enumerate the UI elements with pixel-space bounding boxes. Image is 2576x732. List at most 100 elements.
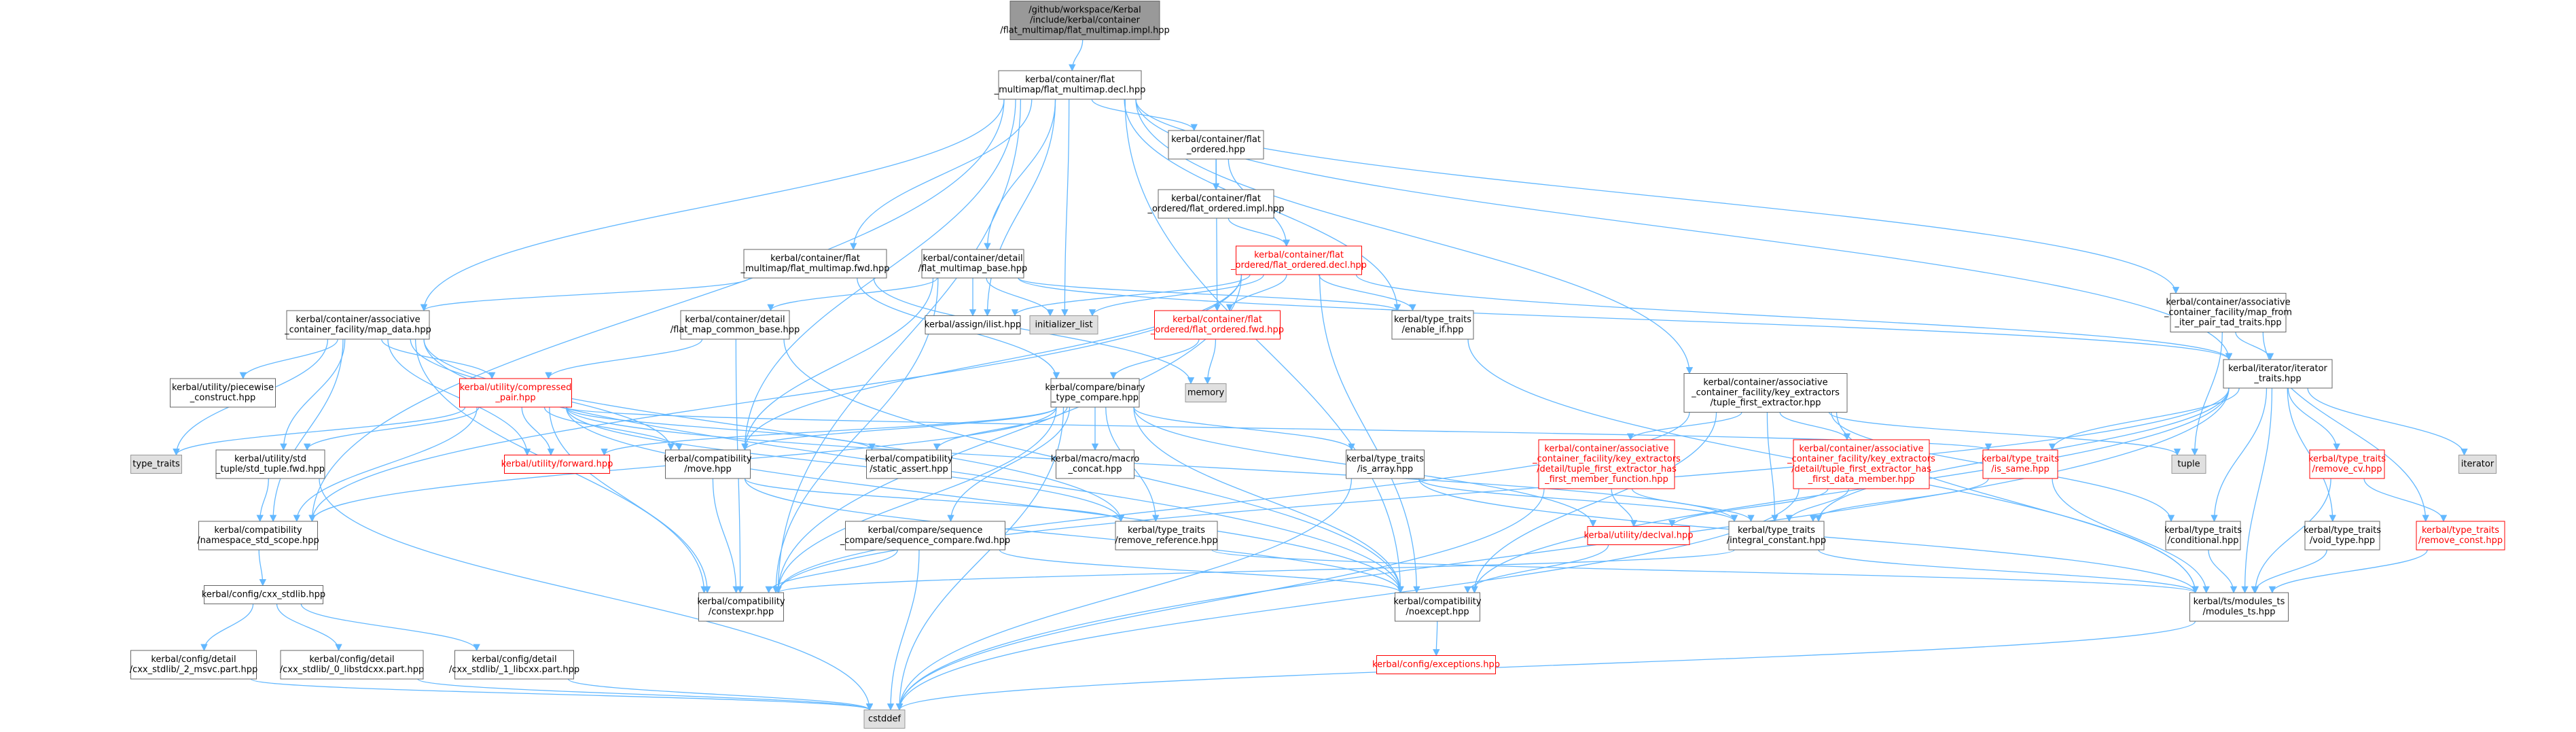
- node-exceptions[interactable]: kerbal/config/exceptions.hpp: [1372, 655, 1500, 674]
- node-extractor-fn[interactable]: kerbal/container/associative_container_f…: [1532, 439, 1681, 489]
- node-map-data[interactable]: kerbal/container/associative_container_f…: [284, 310, 431, 340]
- node-binary-type-compare[interactable]: kerbal/compare/binary_type_compare.hpp: [1045, 378, 1145, 408]
- node-label-line: /flat_multimap/flat_multimap.impl.hpp: [1000, 26, 1170, 36]
- node-label-line: _container_facility/map_data.hpp: [284, 325, 431, 335]
- node-root[interactable]: /github/workspace/Kerbal/include/kerbal/…: [1000, 1, 1170, 40]
- node-label-line: /namespace_std_scope.hpp: [197, 536, 319, 546]
- node-declval[interactable]: kerbal/utility/declval.hpp: [1584, 526, 1694, 545]
- node-macro-concat[interactable]: kerbal/macro/macro_concat.hpp: [1051, 449, 1140, 479]
- node-box: [2223, 359, 2333, 389]
- node-void-type[interactable]: kerbal/type_traits/void_type.hpp: [2304, 521, 2381, 551]
- node-label-line: /integral_constant.hpp: [1727, 536, 1826, 546]
- node-box: [170, 378, 276, 408]
- node-label-line: /include/kerbal/container: [1030, 16, 1141, 26]
- edge-map-from-iter-to-tuple: [2191, 332, 2223, 456]
- node-type-traits[interactable]: type_traits: [130, 455, 182, 474]
- node-is-same[interactable]: kerbal/type_traits/is_same.hpp: [1982, 449, 2059, 479]
- edge-seq-compare-fwd-to-noexcept: [999, 549, 1404, 594]
- node-label-line: kerbal/config/detail: [309, 655, 394, 665]
- node-remove-reference[interactable]: kerbal/type_traits/remove_reference.hpp: [1115, 521, 1218, 551]
- node-msvc[interactable]: kerbal/config/detail/cxx_stdlib/_2_msvc.…: [130, 650, 258, 680]
- edge-flat-multimap-base-to-iterator-traits: [1018, 277, 2232, 361]
- node-constexpr[interactable]: kerbal/compatibility/constexpr.hpp: [697, 592, 785, 622]
- node-iterator[interactable]: iterator: [2458, 455, 2497, 474]
- node-flat-multimap-fwd[interactable]: kerbal/container/flat_multimap/flat_mult…: [740, 249, 890, 279]
- node-flat-ordered-impl[interactable]: kerbal/container/flat_ordered/flat_order…: [1147, 189, 1285, 219]
- node-label-line: _container_facility/key_extractors: [1787, 454, 1935, 464]
- node-libcxx[interactable]: kerbal/config/detail/cxx_stdlib/_1_libcx…: [449, 650, 579, 680]
- node-flat-multimap-base[interactable]: kerbal/container/detail/flat_multimap_ba…: [918, 249, 1028, 279]
- node-flat-map-common-base[interactable]: kerbal/container/detail/flat_map_common_…: [670, 310, 800, 340]
- node-flat-ordered[interactable]: kerbal/container/flat_ordered.hpp: [1168, 130, 1264, 160]
- node-box: [680, 310, 790, 340]
- edge-iterator-traits-to-noexcept: [1471, 387, 2230, 594]
- edge-decl-to-assign-ilist: [984, 99, 1056, 317]
- node-label-line: kerbal/compatibility: [697, 597, 785, 607]
- edge-flat-ordered-decl-to-iterator-traits: [1355, 274, 2232, 361]
- node-static-assert[interactable]: kerbal/compatibility/static_assert.hpp: [865, 449, 953, 479]
- node-label-line: kerbal/type_traits: [2422, 525, 2499, 536]
- edge-binary-type-compare-to-cstddef: [895, 406, 1065, 711]
- node-box: [454, 650, 574, 680]
- node-flat-ordered-decl[interactable]: kerbal/container/flat_ordered/flat_order…: [1230, 245, 1367, 275]
- node-label-line: _first_member_function.hpp: [1544, 474, 1668, 485]
- node-compressed-pair[interactable]: kerbal/utility/compressed_pair.hpp: [459, 378, 572, 408]
- node-label-line: _ordered/flat_ordered.impl.hpp: [1147, 204, 1284, 214]
- node-label-line: _type_compare.hpp: [1051, 393, 1139, 403]
- node-remove-const[interactable]: kerbal/type_traits/remove_const.hpp: [2416, 521, 2505, 551]
- node-is-array[interactable]: kerbal/type_traits/is_array.hpp: [1346, 449, 1425, 479]
- edge-cxx-stdlib-to-libcxx: [300, 604, 480, 652]
- node-box: [198, 521, 318, 551]
- node-namespace-std-scope[interactable]: kerbal/compatibility/namespace_std_scope…: [197, 521, 319, 551]
- node-remove-cv[interactable]: kerbal/type_traits/remove_cv.hpp: [2308, 449, 2386, 479]
- node-enable-if[interactable]: kerbal/type_traits/enable_if.hpp: [1391, 310, 1474, 340]
- node-label-line: kerbal/config/cxx_stdlib.hpp: [202, 590, 325, 600]
- node-label-line: kerbal/macro/macro: [1051, 454, 1140, 464]
- node-conditional[interactable]: kerbal/type_traits/conditional.hpp: [2164, 521, 2242, 551]
- node-noexcept[interactable]: kerbal/compatibility/noexcept.hpp: [1393, 592, 1482, 622]
- node-label-line: /cxx_stdlib/_2_msvc.part.hpp: [130, 665, 258, 675]
- edge-tuple-first-extractor-to-noexcept: [1471, 412, 1717, 594]
- node-label-line: kerbal/type_traits: [2164, 525, 2242, 536]
- node-tuple-first-extractor[interactable]: kerbal/container/associative_container_f…: [1683, 373, 1848, 413]
- node-box: [1346, 449, 1425, 479]
- node-label-line: /detail/tuple_first_extractor_has: [1537, 464, 1677, 474]
- edge-move-to-remove-reference: [744, 478, 1125, 523]
- node-cstddef[interactable]: cstddef: [863, 710, 906, 729]
- edge-move-to-noexcept: [744, 478, 1404, 594]
- node-label-line: kerbal/compare/binary: [1045, 383, 1145, 393]
- node-assign-ilist[interactable]: kerbal/assign/ilist.hpp: [925, 315, 1021, 334]
- edge-binary-type-compare-to-constexpr: [774, 406, 1057, 594]
- node-label-line: _container_facility/key_extractors: [1532, 454, 1681, 464]
- node-decl[interactable]: kerbal/container/flat_multimap/flat_mult…: [994, 70, 1146, 100]
- node-box: [1236, 245, 1362, 275]
- node-modules-ts[interactable]: kerbal/ts/modules_ts/modules_ts.hpp: [2189, 592, 2289, 622]
- node-tuple[interactable]: tuple: [2171, 455, 2206, 474]
- node-initializer-list[interactable]: initializer_list: [1029, 315, 1098, 334]
- node-label-line: _iter_pair_tad_traits.hpp: [2174, 318, 2281, 328]
- node-std-tuple-fwd[interactable]: kerbal/utility/std_tuple/std_tuple.fwd.h…: [215, 449, 325, 479]
- edge-noexcept-to-exceptions: [1433, 621, 1440, 657]
- node-iterator-traits[interactable]: kerbal/iterator/iterator_traits.hpp: [2223, 359, 2333, 389]
- node-seq-compare-fwd[interactable]: kerbal/compare/sequence_compare/sequence…: [840, 521, 1010, 551]
- node-label-line: kerbal/container/flat: [1173, 315, 1262, 325]
- node-cxx-stdlib[interactable]: kerbal/config/cxx_stdlib.hpp: [202, 585, 325, 604]
- edge-std-tuple-fwd-to-cstddef: [319, 478, 874, 711]
- node-label-line: kerbal/container/associative: [1544, 444, 1668, 454]
- node-memory[interactable]: memory: [1185, 383, 1227, 402]
- node-move[interactable]: kerbal/compatibility/move.hpp: [664, 449, 752, 479]
- node-libstdcxx[interactable]: kerbal/config/detail/cxx_stdlib/_0_libst…: [280, 650, 424, 680]
- node-piecewise[interactable]: kerbal/utility/piecewise_construct.hpp: [170, 378, 276, 408]
- node-flat-ordered-fwd[interactable]: kerbal/container/flat_ordered/flat_order…: [1150, 310, 1284, 340]
- edge-binary-type-compare-to-noexcept: [1133, 406, 1404, 594]
- edge-extractor-fn-to-integral-constant: [1631, 488, 1755, 523]
- node-integral-constant[interactable]: kerbal/type_traits/integral_constant.hpp: [1727, 521, 1826, 551]
- node-forward[interactable]: kerbal/utility/forward.hpp: [501, 455, 613, 474]
- node-extractor-dm[interactable]: kerbal/container/associative_container_f…: [1787, 439, 1935, 489]
- node-label-line: /remove_const.hpp: [2418, 536, 2503, 546]
- edge-modules-ts-to-cstddef: [896, 621, 2196, 711]
- edge-integral-constant-to-constexpr: [774, 549, 1735, 594]
- edge-flat-ordered-decl-to-assign-ilist: [1011, 274, 1251, 317]
- edge-flat-ordered-fwd-to-binary-type-compare: [1109, 338, 1200, 380]
- node-map-from-iter[interactable]: kerbal/container/associative_container_f…: [2164, 293, 2292, 332]
